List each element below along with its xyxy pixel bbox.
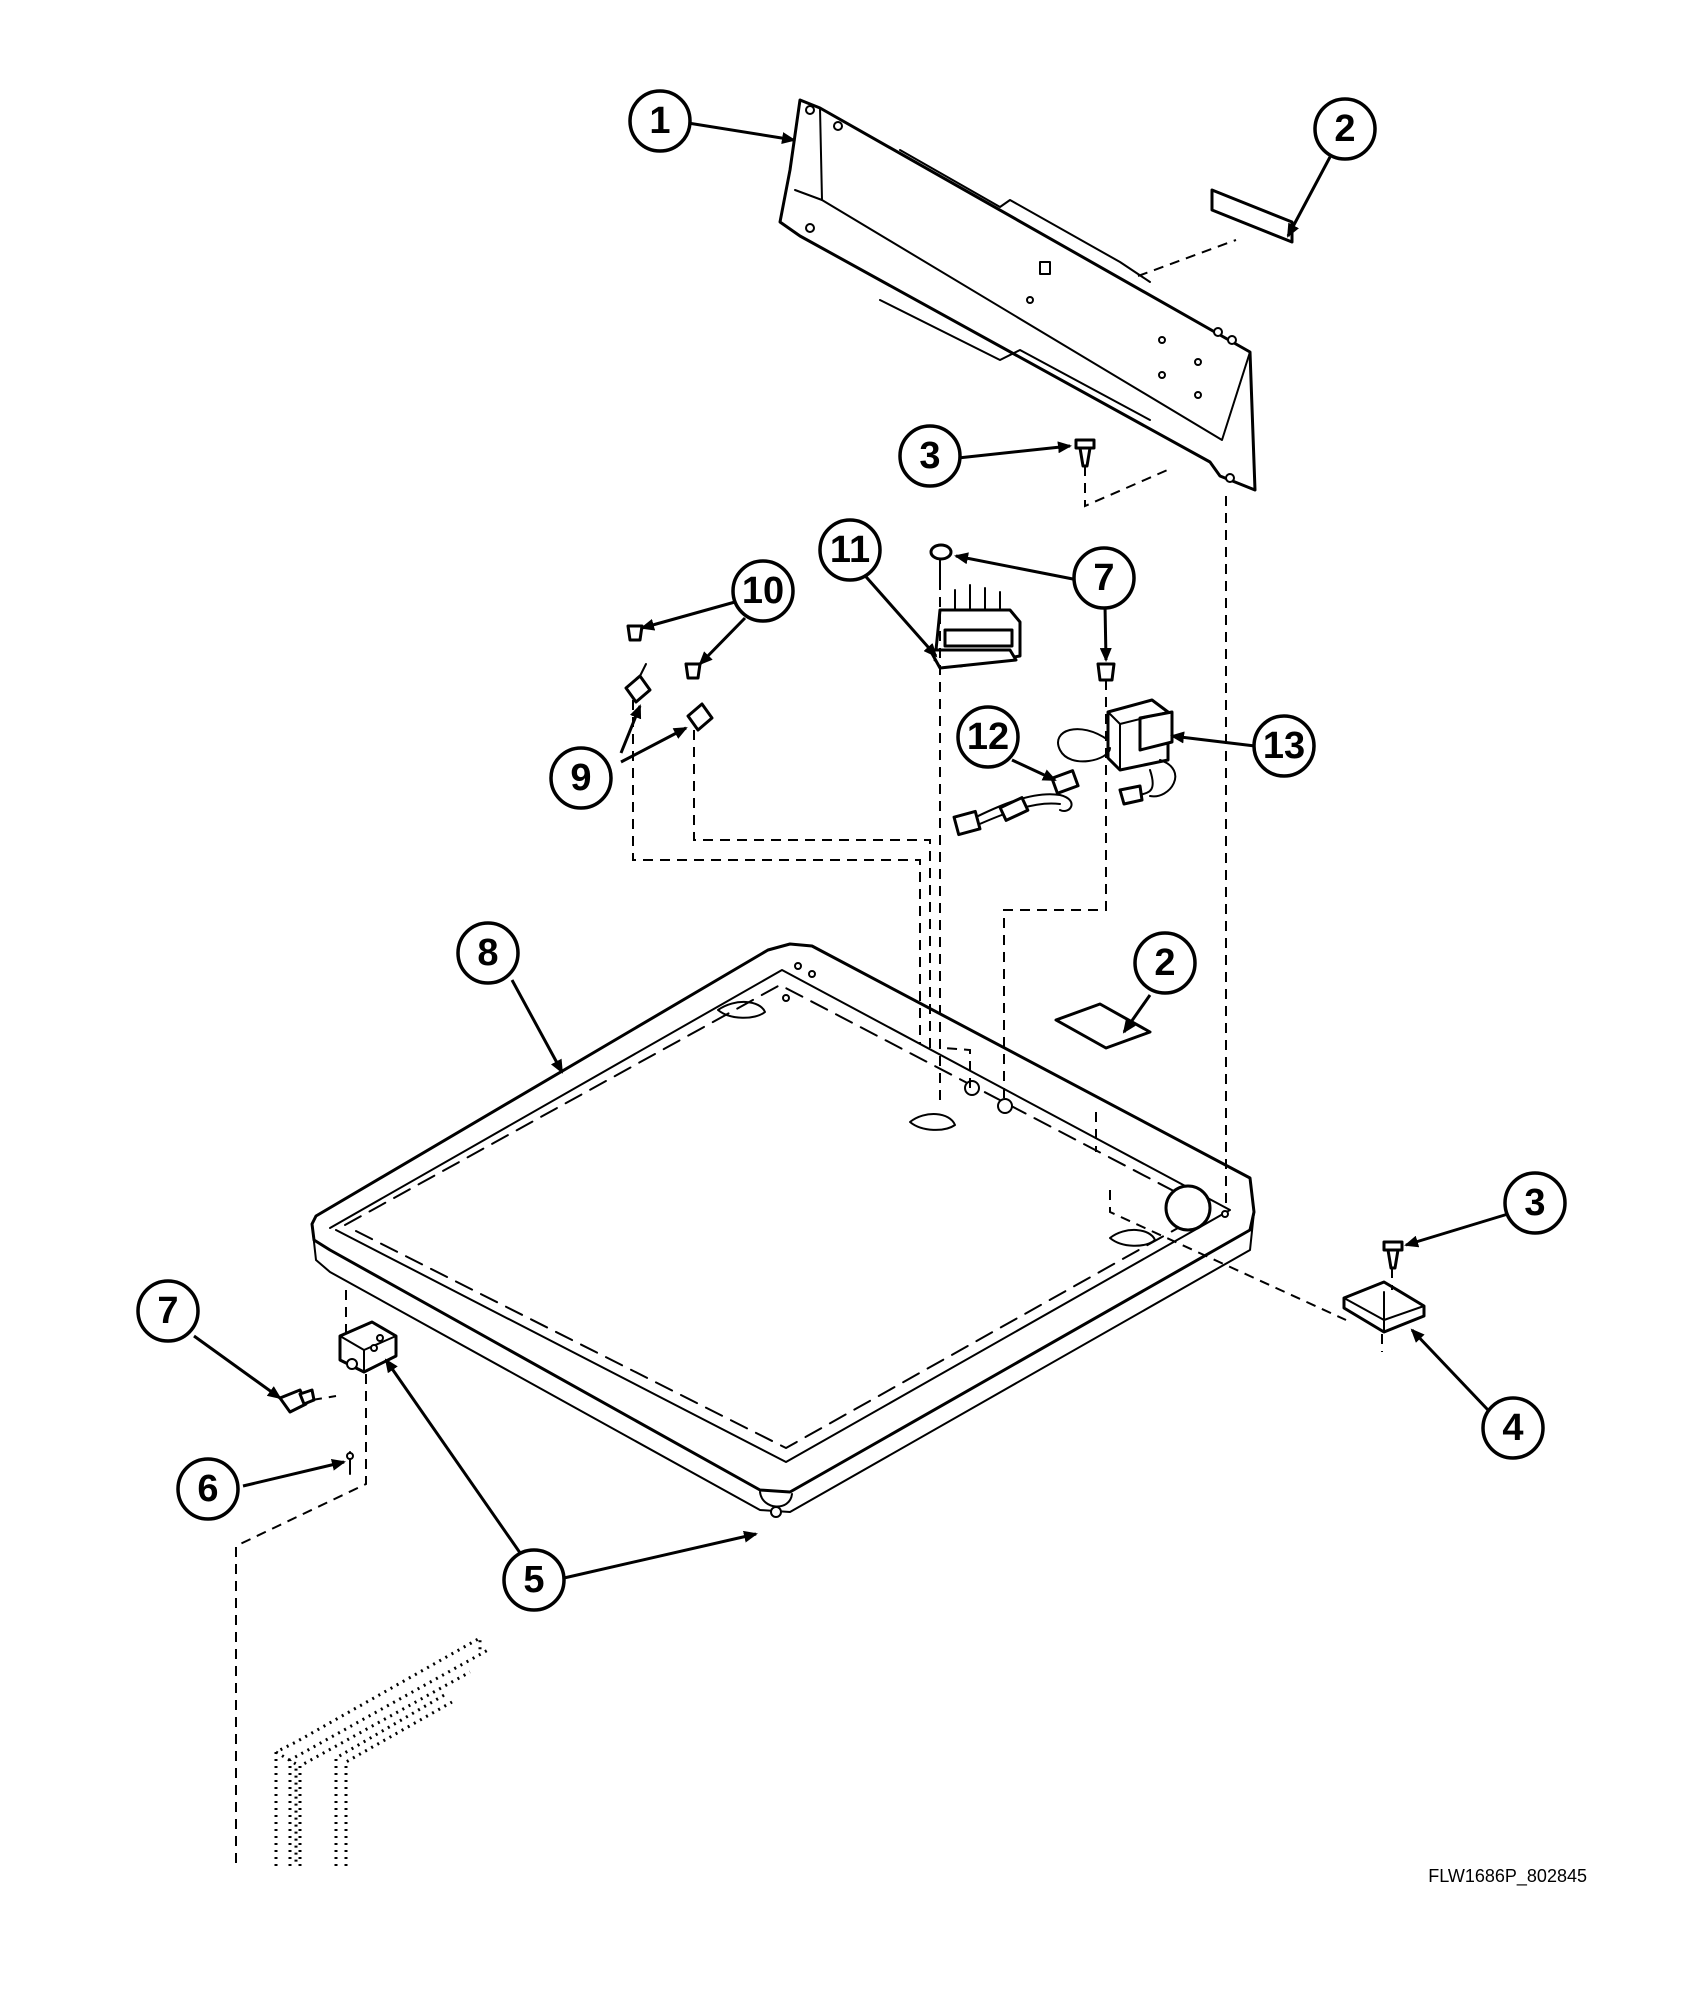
svg-text:2: 2 xyxy=(1334,108,1355,150)
label-on-cover xyxy=(1054,1002,1152,1050)
callout-2-lower: 2 xyxy=(1133,931,1197,995)
callout-8: 8 xyxy=(456,921,520,985)
svg-text:10: 10 xyxy=(742,570,784,612)
callout-5: 5 xyxy=(502,1548,566,1612)
callout-2-upper: 2 xyxy=(1313,97,1377,161)
transformer xyxy=(1057,698,1177,806)
wire-harness xyxy=(952,769,1080,837)
screw-left xyxy=(278,1388,316,1414)
svg-text:1: 1 xyxy=(649,100,670,142)
svg-text:6: 6 xyxy=(197,1468,218,1510)
callout-11: 11 xyxy=(818,518,882,582)
assembly-lines xyxy=(235,239,1393,1866)
screw-right xyxy=(1382,1240,1404,1270)
svg-text:12: 12 xyxy=(967,716,1009,758)
callout-9: 9 xyxy=(549,746,613,810)
callout-3-upper: 3 xyxy=(898,424,962,488)
terminal-block xyxy=(928,584,1022,670)
svg-text:5: 5 xyxy=(523,1559,544,1601)
callout-4: 4 xyxy=(1481,1396,1545,1460)
leader-lines xyxy=(193,121,1509,1580)
svg-text:4: 4 xyxy=(1502,1407,1523,1449)
svg-text:2: 2 xyxy=(1154,942,1175,984)
cabinet-outline xyxy=(274,1635,489,1866)
callout-12: 12 xyxy=(956,705,1020,769)
callout-10: 10 xyxy=(731,559,795,623)
callout-6: 6 xyxy=(176,1457,240,1521)
svg-text:7: 7 xyxy=(157,1290,178,1332)
svg-text:13: 13 xyxy=(1263,725,1305,767)
drawing-reference: FLW1686P_802845 xyxy=(1428,1866,1587,1887)
screw-clip-left xyxy=(626,624,644,642)
hinge-left xyxy=(338,1320,398,1374)
svg-text:3: 3 xyxy=(1524,1182,1545,1224)
screw-terminal xyxy=(929,543,953,581)
clip-right xyxy=(686,702,714,732)
callout-3-lower: 3 xyxy=(1503,1171,1567,1235)
pin xyxy=(346,1451,354,1475)
callout-7-upper: 7 xyxy=(1072,546,1136,610)
control-panel-bracket xyxy=(778,98,1257,492)
screw-transformer xyxy=(1096,662,1116,682)
clip-left xyxy=(624,663,652,704)
callout-7-lower: 7 xyxy=(136,1279,200,1343)
svg-text:7: 7 xyxy=(1093,557,1114,599)
hinge-bracket-right xyxy=(1342,1280,1426,1334)
top-cover xyxy=(310,942,1256,1518)
screw-clip-right xyxy=(684,662,702,680)
svg-text:3: 3 xyxy=(919,435,940,477)
label-strip-upper xyxy=(1210,188,1294,244)
svg-text:9: 9 xyxy=(570,757,591,799)
svg-text:11: 11 xyxy=(830,529,870,571)
callout-13: 13 xyxy=(1252,714,1316,778)
svg-text:8: 8 xyxy=(477,932,498,974)
screw-upper xyxy=(1074,438,1096,468)
callout-1: 1 xyxy=(628,89,692,153)
